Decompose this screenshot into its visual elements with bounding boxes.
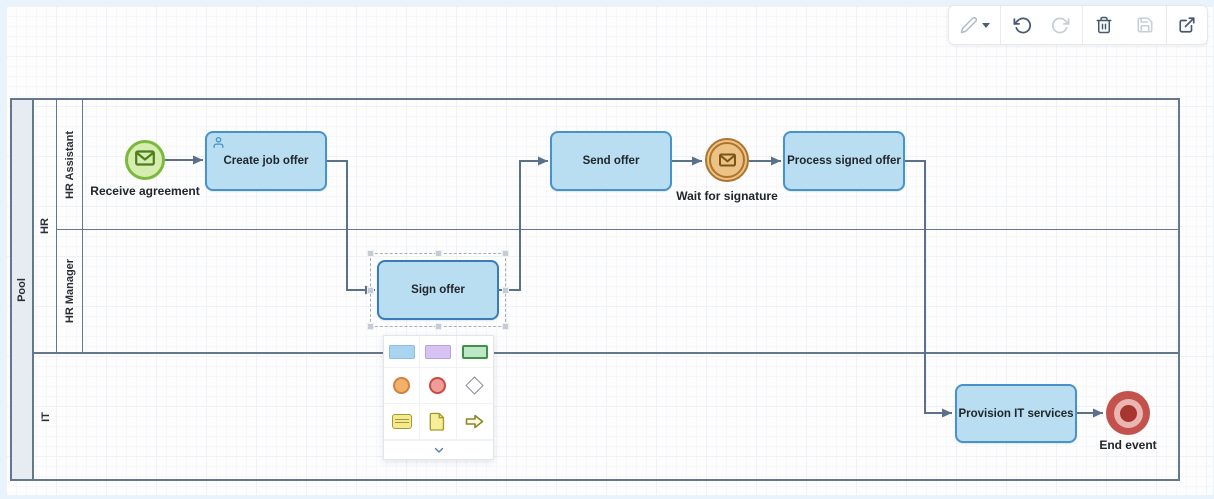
open-external-icon <box>1179 17 1195 33</box>
palette-blue-rect-swatch[interactable] <box>384 336 421 368</box>
intermediate-event-wait-for-signature[interactable] <box>705 138 749 182</box>
sublane-hr-manager-label: HR Manager <box>63 258 76 324</box>
end-event[interactable] <box>1106 391 1150 435</box>
pencil-icon <box>960 16 977 34</box>
task-label: Process signed offer <box>787 155 901 167</box>
delete-button[interactable] <box>1083 6 1124 44</box>
intermediate-event-label: Wait for signature <box>676 189 778 203</box>
resize-handle-se[interactable] <box>502 323 509 330</box>
palette-green-rect-swatch[interactable] <box>456 336 493 368</box>
sublane-hr-assistant-label: HR Assistant <box>63 130 76 199</box>
lane-hr: HR HR Assistant HR Manager <box>34 100 1178 354</box>
palette-yellow-card-swatch[interactable] <box>384 404 421 440</box>
green-rect-icon <box>461 344 488 359</box>
chevron-down-icon <box>434 447 443 453</box>
resize-handle-w[interactable] <box>367 287 374 294</box>
orange-circle-icon <box>393 377 411 394</box>
redo-button[interactable] <box>1042 6 1082 44</box>
toolbar-separator <box>1165 6 1167 44</box>
task-label: Sign offer <box>411 284 465 296</box>
selection-box <box>367 250 509 330</box>
resize-handle-e[interactable] <box>502 287 509 294</box>
palette-expand-button[interactable] <box>384 440 493 459</box>
resize-handle-s[interactable] <box>435 323 442 330</box>
resize-handle-sw[interactable] <box>367 323 374 330</box>
diamond-icon <box>465 376 485 395</box>
pool: Pool HR HR Assistant HR Manager IT <box>10 98 1180 481</box>
task-label: Provision IT services <box>958 407 1074 420</box>
toolbar-separator <box>1000 6 1002 44</box>
palette-red-circle-swatch[interactable] <box>420 368 457 404</box>
save-button[interactable] <box>1124 6 1165 44</box>
task-label: Create job offer <box>223 155 309 167</box>
open-external-button[interactable] <box>1167 6 1207 44</box>
resize-handle-nw[interactable] <box>367 250 374 257</box>
lane-hr-label: HR <box>39 218 51 234</box>
lane-it-label: IT <box>39 411 52 422</box>
resize-handle-ne[interactable] <box>502 250 509 257</box>
trash-icon <box>1096 16 1112 34</box>
task-create-job-offer[interactable]: Create job offer <box>205 131 327 191</box>
block-arrow-icon <box>466 414 484 429</box>
lane-it-header[interactable]: IT <box>34 354 57 479</box>
blue-rect-icon <box>388 344 415 359</box>
end-event-label: End event <box>1099 438 1157 452</box>
message-envelope-icon <box>718 153 736 167</box>
palette-orange-circle-swatch[interactable] <box>384 368 421 404</box>
palette-yellow-note-swatch[interactable] <box>420 404 457 440</box>
palette-gateway-diamond-swatch[interactable] <box>456 368 493 404</box>
diagram-canvas[interactable] <box>6 6 1213 495</box>
toolbar-separator <box>1081 6 1083 44</box>
lane-hr-header[interactable]: HR <box>34 100 57 352</box>
palette-purple-rect-swatch[interactable] <box>420 336 457 368</box>
sublane-hr-assistant: HR Assistant <box>57 100 1178 230</box>
card-icon <box>391 414 412 429</box>
message-envelope-icon <box>135 149 155 171</box>
sublane-hr-manager: HR Manager <box>57 230 1178 352</box>
start-event-receive-agreement[interactable] <box>125 140 165 180</box>
pool-header[interactable]: Pool <box>12 100 34 479</box>
shape-palette-popup <box>383 335 494 460</box>
undo-icon <box>1013 17 1031 33</box>
save-icon <box>1137 17 1153 33</box>
redo-icon <box>1052 17 1070 33</box>
pool-label: Pool <box>16 277 28 302</box>
task-sign-offer[interactable]: Sign offer <box>377 260 499 320</box>
end-event-core <box>1119 404 1137 422</box>
task-label: Send offer <box>582 155 640 167</box>
editor-toolbar <box>948 5 1208 45</box>
note-icon <box>430 412 445 431</box>
undo-button[interactable] <box>1001 6 1041 44</box>
start-event-label: Receive agreement <box>90 184 200 198</box>
palette-block-arrow-swatch[interactable] <box>456 404 493 440</box>
user-task-icon <box>212 136 225 152</box>
purple-rect-icon <box>424 344 451 359</box>
task-send-offer[interactable]: Send offer <box>550 131 672 191</box>
task-provision-it-services[interactable]: Provision IT services <box>955 384 1077 443</box>
dropdown-caret-icon <box>981 22 990 28</box>
resize-handle-n[interactable] <box>435 250 442 257</box>
end-event-ring <box>1113 398 1143 428</box>
edit-tool-button[interactable] <box>949 6 1000 44</box>
sublane-hr-manager-header[interactable]: HR Manager <box>57 230 83 352</box>
sublane-hr-assistant-header[interactable]: HR Assistant <box>57 100 83 229</box>
red-circle-icon <box>429 377 447 394</box>
task-process-signed-offer[interactable]: Process signed offer <box>783 131 905 191</box>
event-inner-ring <box>709 142 745 178</box>
